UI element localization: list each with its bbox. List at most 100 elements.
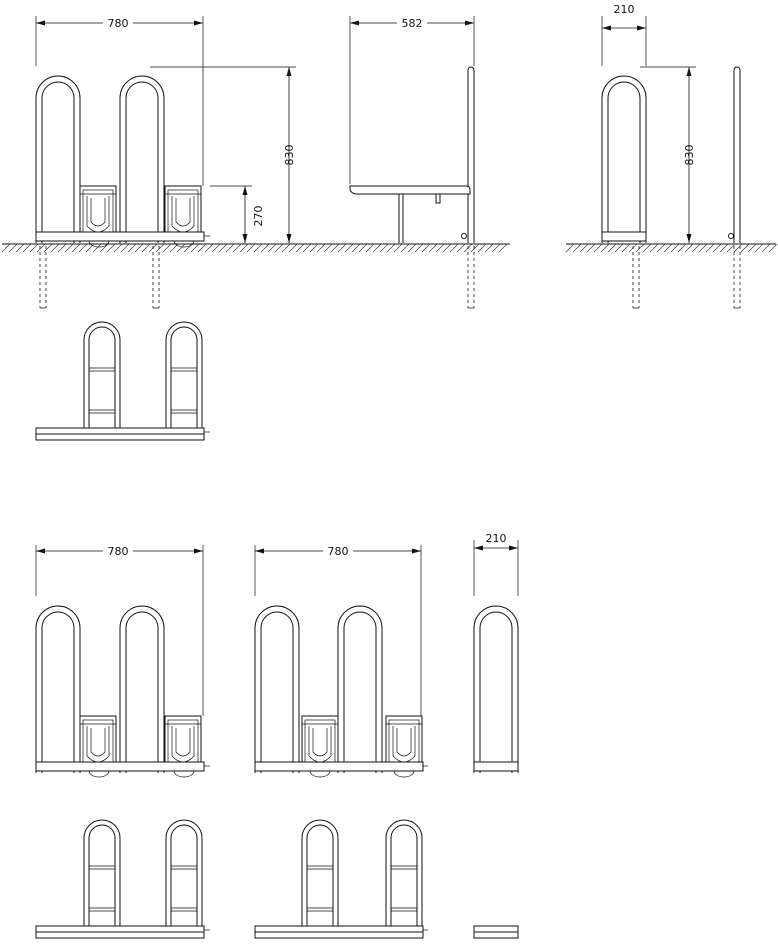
side-view: 582 bbox=[349, 16, 475, 309]
plan-view-top bbox=[35, 321, 210, 441]
ground-hatch-line bbox=[712, 243, 722, 253]
ground-hatch-line bbox=[372, 243, 382, 253]
ground-hatch-line bbox=[288, 243, 298, 253]
ground-hatch-line bbox=[456, 243, 466, 253]
ground-hatch-line bbox=[36, 243, 46, 253]
ground-hatch-line bbox=[92, 243, 102, 253]
ground-hatch-line bbox=[698, 243, 708, 253]
dim-side-top-width: 582 bbox=[402, 17, 423, 30]
ground-hatch-line bbox=[656, 243, 666, 253]
ground-hatch-line bbox=[600, 243, 610, 253]
ground-hatch-line bbox=[1, 243, 11, 253]
ground-hatch-line bbox=[127, 243, 137, 253]
ground-hatch-line bbox=[253, 243, 263, 253]
dim-front-bottom-a-width: 780 bbox=[108, 545, 129, 558]
ground-hatch-line bbox=[642, 243, 652, 253]
ground-hatch-line bbox=[761, 243, 771, 253]
ground-hatch-line bbox=[747, 243, 757, 253]
front-view-bottom-a: 780 bbox=[35, 544, 210, 778]
ground-hatch-line bbox=[614, 243, 624, 253]
ground-hatch-line bbox=[71, 243, 81, 253]
ground-hatch-line bbox=[565, 243, 575, 253]
ground-hatch-line bbox=[260, 243, 270, 253]
ground-hatch-line bbox=[677, 243, 687, 253]
ground-hatch-line bbox=[435, 243, 445, 253]
ground-hatch-line bbox=[232, 243, 242, 253]
ground-hatch-line bbox=[442, 243, 452, 253]
ground-hatch-line bbox=[449, 243, 459, 253]
ground-hatch-line bbox=[323, 243, 333, 253]
single-view-top: 210 830 bbox=[565, 3, 778, 309]
ground-hatch-line bbox=[768, 243, 778, 253]
ground-hatch-line bbox=[113, 243, 123, 253]
ground-hatch-line bbox=[754, 243, 764, 253]
ground-hatch-line bbox=[477, 243, 487, 253]
ground-hatch-line bbox=[407, 243, 417, 253]
ground-hatch-line bbox=[134, 243, 144, 253]
ground-hatch-line bbox=[204, 243, 214, 253]
ground-hatch-line bbox=[218, 243, 228, 253]
ground-hatch-line bbox=[607, 243, 617, 253]
ground-hatch-line bbox=[302, 243, 312, 253]
ground-hatch-line bbox=[421, 243, 431, 253]
ground-hatch-line bbox=[176, 243, 186, 253]
front-view-top: 780 830 270 bbox=[1, 16, 510, 309]
ground-hatch-line bbox=[281, 243, 291, 253]
ground-hatch-line bbox=[50, 243, 60, 253]
ground-hatch-line bbox=[705, 243, 715, 253]
ground-hatch-line bbox=[344, 243, 354, 253]
ground-hatch-line bbox=[491, 243, 501, 253]
ground-hatch-line bbox=[78, 243, 88, 253]
ground-hatch-line bbox=[621, 243, 631, 253]
ground-hatch-line bbox=[684, 243, 694, 253]
ground-hatch-line bbox=[470, 243, 480, 253]
ground-hatch-line bbox=[358, 243, 368, 253]
ground-hatch-line bbox=[267, 243, 277, 253]
ground-hatch-line bbox=[295, 243, 305, 253]
ground-hatch-line bbox=[733, 243, 743, 253]
ground-hatch-line bbox=[400, 243, 410, 253]
ground-hatch-line bbox=[393, 243, 403, 253]
ground-hatch-line bbox=[663, 243, 673, 253]
ground-hatch-line bbox=[635, 243, 645, 253]
ground-hatch-line bbox=[593, 243, 603, 253]
ground-hatch-line bbox=[43, 243, 53, 253]
ground-hatch-line bbox=[15, 243, 25, 253]
dim-front-top-height: 830 bbox=[283, 145, 296, 166]
ground-hatch-line bbox=[691, 243, 701, 253]
dim-front-bottom-b-width: 780 bbox=[328, 545, 349, 558]
ground-hatch-line bbox=[239, 243, 249, 253]
ground-hatch-line bbox=[120, 243, 130, 253]
ground-hatch-line bbox=[211, 243, 221, 253]
ground-hatch-line bbox=[330, 243, 340, 253]
single-view-bottom: 210 bbox=[473, 532, 519, 774]
ground-hatch-line bbox=[225, 243, 235, 253]
ground-hatch-line bbox=[726, 243, 736, 253]
ground-hatch-line bbox=[365, 243, 375, 253]
ground-hatch-line bbox=[572, 243, 582, 253]
ground-hatch-line bbox=[428, 243, 438, 253]
ground-hatch-line bbox=[498, 243, 508, 253]
ground-hatch-line bbox=[719, 243, 729, 253]
plan-view-bottom bbox=[35, 819, 519, 939]
ground-hatch-line bbox=[414, 243, 424, 253]
ground-hatch-line bbox=[316, 243, 326, 253]
ground-hatch-line bbox=[386, 243, 396, 253]
ground-hatch-line bbox=[337, 243, 347, 253]
dim-single-top-width: 210 bbox=[614, 3, 635, 16]
ground-hatch-line bbox=[670, 243, 680, 253]
ground-hatch-line bbox=[141, 243, 151, 253]
ground-hatch-line bbox=[246, 243, 256, 253]
ground-hatch-line bbox=[99, 243, 109, 253]
ground-hatch-line bbox=[29, 243, 39, 253]
ground-hatch-line bbox=[64, 243, 74, 253]
ground-hatch-line bbox=[190, 243, 200, 253]
ground-hatch-line bbox=[740, 243, 750, 253]
ground-hatch-line bbox=[379, 243, 389, 253]
ground-hatch-line bbox=[649, 243, 659, 253]
ground-hatch-line bbox=[155, 243, 165, 253]
ground-hatch-line bbox=[197, 243, 207, 253]
ground-hatch-line bbox=[484, 243, 494, 253]
ground-hatch-line bbox=[351, 243, 361, 253]
